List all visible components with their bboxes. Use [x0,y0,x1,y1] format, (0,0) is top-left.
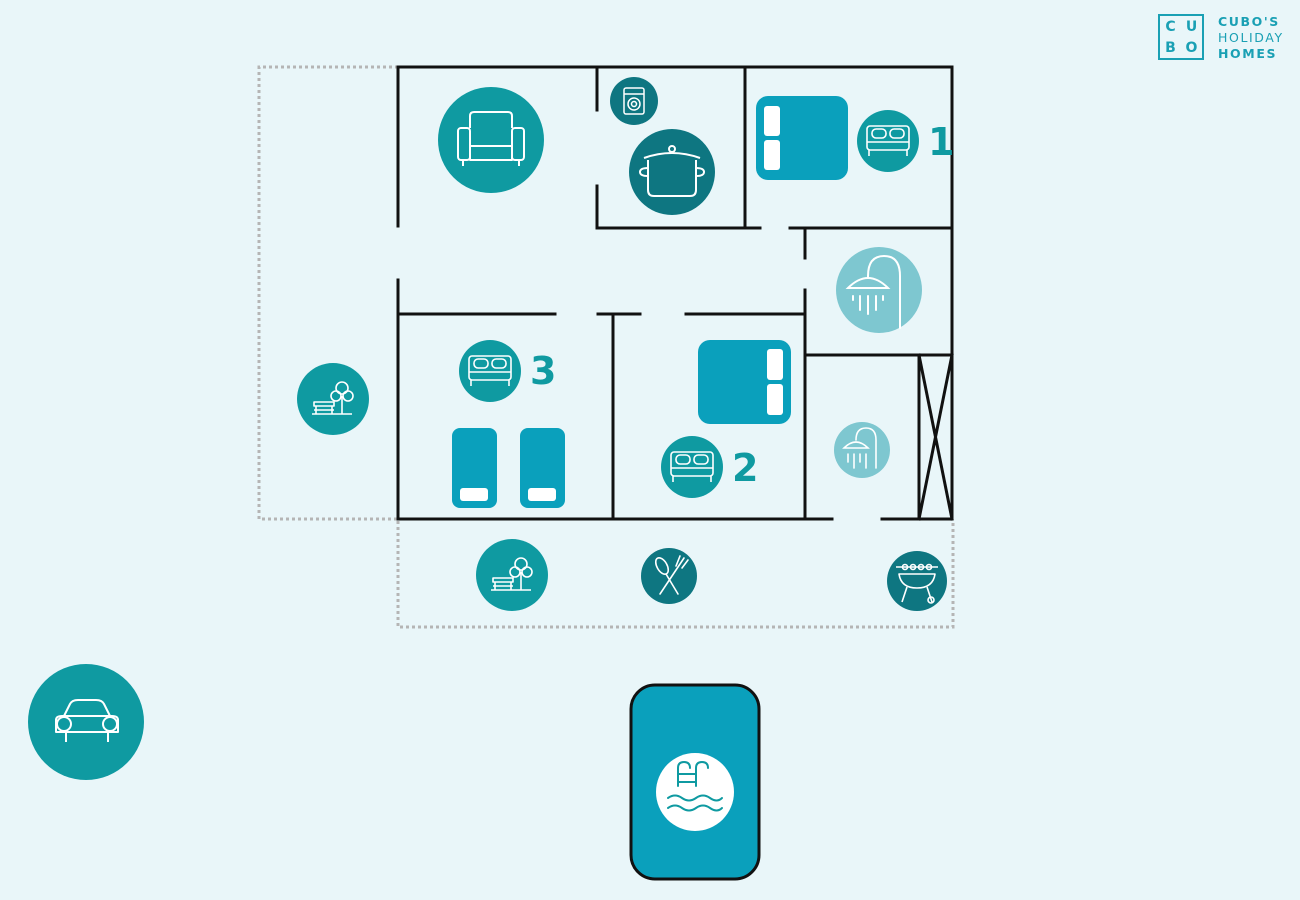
shower-icon [836,247,922,333]
cooking-pot-icon [629,129,715,215]
pool-ladder-icon [656,753,734,831]
shower-icon-small [834,422,890,478]
bedroom-2: 2 [661,340,791,498]
logo-text: CUBO'S HOLIDAY HOMES [1218,14,1298,62]
logo-letter: U [1185,18,1198,35]
logo-letter: B [1165,39,1176,56]
double-bed-icon [459,340,521,402]
bedroom-3: 3 [452,340,565,508]
dining-cutlery-icon [641,548,697,604]
brand-logo: C U B O CUBO'S HOLIDAY HOMES [1158,14,1294,66]
walls [396,65,954,521]
room-number-3: 3 [530,349,556,393]
washing-machine-icon [610,77,658,125]
outdoor-area-outline [257,65,955,629]
garden-icon [476,539,548,611]
room-number-1: 1 [928,120,954,164]
swimming-pool [629,683,761,881]
garden-icon [297,363,369,435]
living-room-sofa-icon [438,87,544,193]
room-number-2: 2 [732,446,758,490]
logo-line-2: HOLIDAY [1218,30,1284,45]
double-bed-icon [857,110,919,172]
logo-line-1: CUBO'S [1218,14,1280,29]
logo-letter: C [1165,18,1176,35]
logo-letter: O [1185,39,1198,56]
barbecue-grill-icon [887,551,947,611]
car-icon [28,664,144,780]
bedroom-1: 1 [756,96,954,180]
logo-box: C U B O [1158,14,1204,60]
logo-line-3: HOMES [1218,46,1278,61]
double-bed-icon [661,436,723,498]
